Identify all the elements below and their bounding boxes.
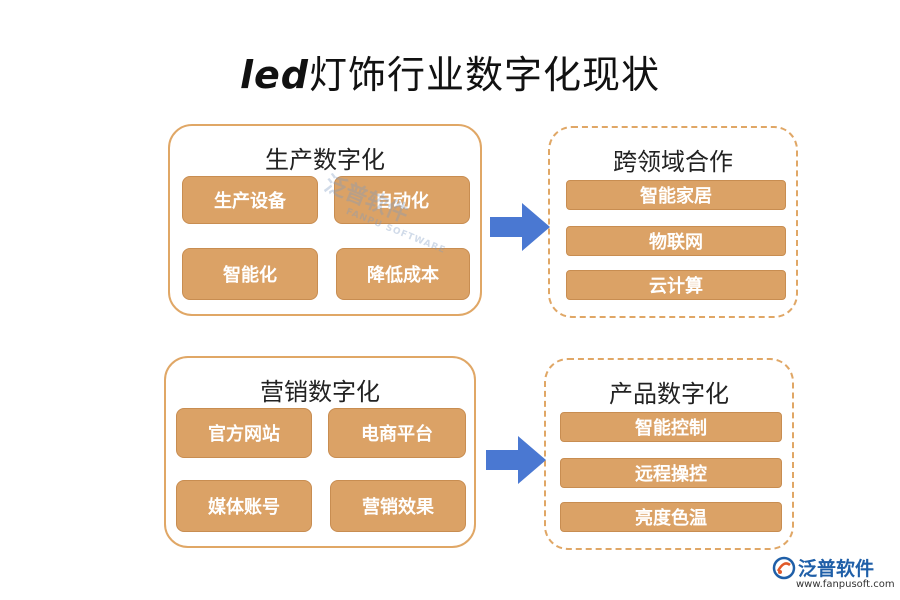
diagram-title: led灯饰行业数字化现状 [0, 44, 900, 99]
group-cross-domain-title: 跨领域合作 [613, 148, 733, 176]
bar-smart-control: 智能控制 [560, 412, 782, 442]
group-production-title: 生产数字化 [265, 146, 385, 174]
group-marketing-title: 营销数字化 [260, 378, 380, 406]
group-product: 产品数字化 智能控制 远程操控 亮度色温 [544, 358, 794, 550]
arrow-right-icon [490, 203, 550, 251]
tile-automation: 自动化 [334, 176, 470, 224]
bar-iot: 物联网 [566, 226, 786, 256]
group-production: 生产数字化 生产设备 自动化 智能化 降低成本 [168, 124, 482, 316]
logo-icon [772, 556, 796, 580]
group-product-title: 产品数字化 [609, 380, 729, 408]
group-cross-domain: 跨领域合作 智能家居 物联网 云计算 [548, 126, 798, 318]
arrow-right-icon [486, 436, 546, 484]
tile-intelligence: 智能化 [182, 248, 318, 300]
title-latin: led [239, 53, 309, 97]
tile-marketing-effect: 营销效果 [330, 480, 466, 532]
bar-cloud-computing: 云计算 [566, 270, 786, 300]
group-marketing: 营销数字化 官方网站 电商平台 媒体账号 营销效果 [164, 356, 476, 548]
bar-smart-home: 智能家居 [566, 180, 786, 210]
tile-ecommerce-platform: 电商平台 [328, 408, 466, 458]
logo-name: 泛普软件 [798, 558, 875, 580]
bar-remote-control: 远程操控 [560, 458, 782, 488]
bar-brightness-color-temp: 亮度色温 [560, 502, 782, 532]
logo-url: www.fanpusoft.com [796, 579, 895, 590]
tile-cost-reduction: 降低成本 [336, 248, 470, 300]
title-rest: 灯饰行业数字化现状 [308, 53, 660, 97]
tile-official-website: 官方网站 [176, 408, 312, 458]
tile-media-accounts: 媒体账号 [176, 480, 312, 532]
tile-production-equipment: 生产设备 [182, 176, 318, 224]
brand-logo: 泛普软件 www.fanpusoft.com [772, 552, 895, 596]
